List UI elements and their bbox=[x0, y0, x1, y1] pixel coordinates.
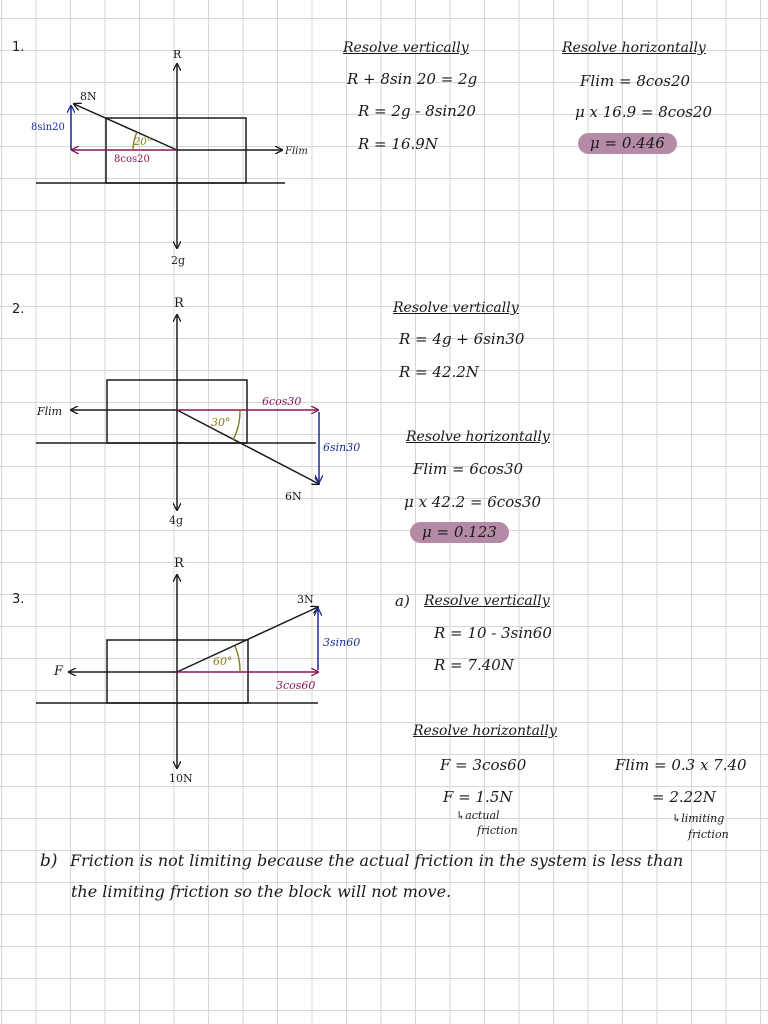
q3-part-b-label: b) bbox=[40, 851, 58, 871]
question-number-1: 1. bbox=[12, 40, 25, 55]
q2-vertical-line-1: R = 4g + 6sin30 bbox=[399, 330, 525, 348]
angle-label: 30° bbox=[211, 416, 231, 429]
weight-label: 4g bbox=[169, 514, 184, 527]
q3-limiting-friction-note-1: ↳limiting bbox=[672, 812, 725, 825]
friction-label: Flim bbox=[285, 146, 308, 157]
diagram-2 bbox=[36, 315, 319, 510]
weight-label: 2g bbox=[171, 254, 186, 267]
q1-horizontal-line-2: μ x 16.9 = 8cos20 bbox=[575, 103, 713, 121]
q3-conclusion-line-1: Friction is not limiting because the act… bbox=[70, 851, 684, 870]
q3-horizontal-left-line-2: F = 1.5N bbox=[443, 788, 513, 806]
force-label: 8N bbox=[80, 90, 97, 103]
q3-actual-friction-note-1: ↳actual bbox=[456, 809, 500, 822]
q1-vertical-line-2: R = 2g - 8sin20 bbox=[358, 102, 476, 120]
force-arrow bbox=[176, 409, 319, 484]
q2-answer: μ = 0.123 bbox=[410, 522, 509, 543]
friction-label: Flim bbox=[37, 405, 63, 418]
friction-label: F bbox=[54, 664, 64, 679]
vertical-component-label: 8sin20 bbox=[31, 122, 65, 133]
q3-vertical-heading: Resolve vertically bbox=[424, 593, 550, 609]
diagram-1 bbox=[36, 64, 285, 248]
angle-label: 20° bbox=[134, 137, 152, 148]
horizontal-component-label: 6cos30 bbox=[262, 395, 302, 408]
q2-vertical-line-2: R = 42.2N bbox=[399, 363, 479, 381]
q3-part-a-label: a) bbox=[395, 592, 410, 610]
angle-arc bbox=[232, 409, 241, 441]
force-arrow bbox=[176, 607, 318, 673]
reaction-label: R bbox=[174, 296, 184, 311]
q3-vertical-line-1: R = 10 - 3sin60 bbox=[434, 624, 552, 642]
q2-horizontal-heading: Resolve horizontally bbox=[406, 429, 550, 445]
q1-vertical-heading: Resolve vertically bbox=[343, 40, 469, 56]
force-label: 6N bbox=[285, 490, 302, 503]
reaction-label: R bbox=[173, 48, 182, 61]
question-number-2: 2. bbox=[12, 302, 25, 317]
q2-horizontal-line-1: Flim = 6cos30 bbox=[413, 460, 524, 478]
force-arrow bbox=[74, 104, 178, 151]
angle-label: 60° bbox=[213, 655, 233, 668]
vertical-component-label: 3sin60 bbox=[323, 636, 361, 649]
horizontal-component-label: 3cos60 bbox=[276, 679, 316, 692]
q3-vertical-line-2: R = 7.40N bbox=[434, 656, 514, 674]
q1-answer: μ = 0.446 bbox=[578, 133, 677, 154]
horizontal-component-label: 8cos20 bbox=[114, 154, 150, 165]
vertical-component-label: 6sin30 bbox=[323, 441, 361, 454]
weight-label: 10N bbox=[169, 772, 193, 785]
angle-arc bbox=[132, 131, 138, 151]
force-label: 3N bbox=[297, 593, 314, 606]
angle-arc bbox=[234, 645, 241, 673]
q2-vertical-heading: Resolve vertically bbox=[393, 300, 519, 316]
q2-horizontal-line-2: μ x 42.2 = 6cos30 bbox=[404, 493, 542, 511]
q3-actual-friction-note-2: friction bbox=[477, 824, 518, 837]
q1-horizontal-heading: Resolve horizontally bbox=[562, 40, 706, 56]
q1-horizontal-line-1: Flim = 8cos20 bbox=[580, 72, 691, 90]
q3-limiting-friction-note-2: friction bbox=[688, 828, 729, 841]
reaction-label: R bbox=[174, 556, 184, 571]
q3-horizontal-right-line-2: = 2.22N bbox=[652, 788, 716, 806]
q1-vertical-line-3: R = 16.9N bbox=[358, 135, 438, 153]
q3-conclusion-line-2: the limiting friction so the block will … bbox=[71, 882, 452, 901]
question-number-3: 3. bbox=[12, 592, 25, 607]
diagram-3 bbox=[36, 575, 318, 768]
q3-horizontal-heading: Resolve horizontally bbox=[413, 723, 557, 739]
q3-horizontal-left-line-1: F = 3cos60 bbox=[440, 756, 527, 774]
q1-vertical-line-1: R + 8sin 20 = 2g bbox=[347, 70, 478, 88]
q3-horizontal-right-line-1: Flim = 0.3 x 7.40 bbox=[615, 756, 747, 774]
